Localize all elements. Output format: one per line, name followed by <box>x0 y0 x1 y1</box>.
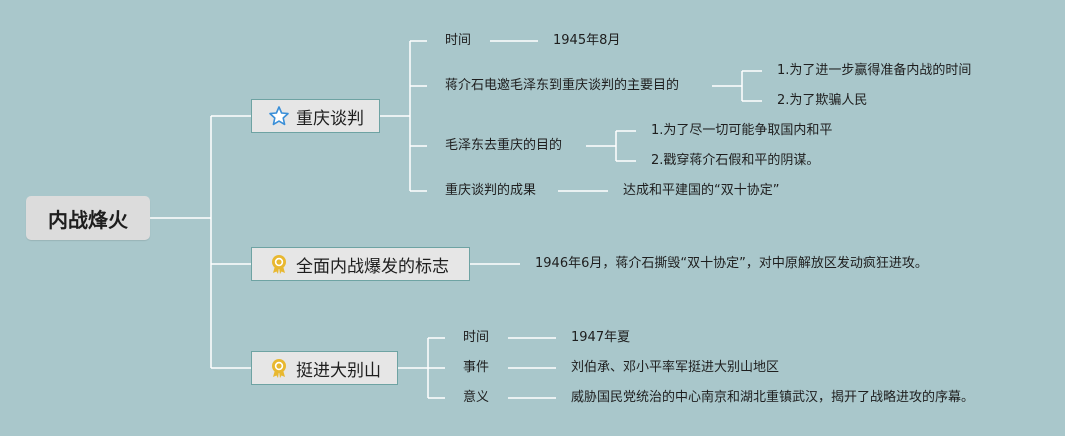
item-value[interactable]: 1.为了尽一切可能争取国内和平 <box>651 123 833 138</box>
star-icon <box>268 105 290 127</box>
award-icon <box>268 357 290 379</box>
item-label-mao-purpose[interactable]: 毛泽东去重庆的目的 <box>445 138 563 153</box>
item-value[interactable]: 1946年6月，蒋介石撕毁“双十协定”，对中原解放区发动疯狂进攻。 <box>535 256 928 271</box>
item-label-event[interactable]: 事件 <box>463 360 490 375</box>
branch-chongqing-negotiation[interactable]: 重庆谈判 <box>251 99 380 133</box>
root-node[interactable]: 内战烽火 <box>26 196 150 240</box>
item-label-result[interactable]: 重庆谈判的成果 <box>445 183 537 198</box>
award-icon <box>268 253 290 275</box>
item-value[interactable]: 2.为了欺骗人民 <box>777 93 868 108</box>
item-value[interactable]: 威胁国民党统治的中心南京和湖北重镇武汉，揭开了战略进攻的序幕。 <box>571 390 975 405</box>
root-label: 内战烽火 <box>48 207 128 232</box>
item-label-time[interactable]: 时间 <box>445 33 472 48</box>
item-label-time[interactable]: 时间 <box>463 330 490 345</box>
branch-label: 挺进大别山 <box>296 360 381 381</box>
item-label-significance[interactable]: 意义 <box>463 390 490 405</box>
item-value[interactable]: 刘伯承、邓小平率军挺进大别山地区 <box>571 360 780 375</box>
item-value[interactable]: 达成和平建国的“双十协定” <box>623 183 780 198</box>
item-value[interactable]: 1947年夏 <box>571 330 631 345</box>
branch-dabie-mountains[interactable]: 挺进大别山 <box>251 351 398 385</box>
branch-label: 重庆谈判 <box>296 108 364 129</box>
branch-label: 全面内战爆发的标志 <box>296 256 449 277</box>
item-label-chiang-purpose[interactable]: 蒋介石电邀毛泽东到重庆谈判的主要目的 <box>445 78 680 93</box>
item-value[interactable]: 1.为了进一步赢得准备内战的时间 <box>777 63 972 78</box>
item-value[interactable]: 1945年8月 <box>553 33 621 48</box>
branch-civil-war-outbreak[interactable]: 全面内战爆发的标志 <box>251 247 470 281</box>
item-value[interactable]: 2.戳穿蒋介石假和平的阴谋。 <box>651 153 820 168</box>
